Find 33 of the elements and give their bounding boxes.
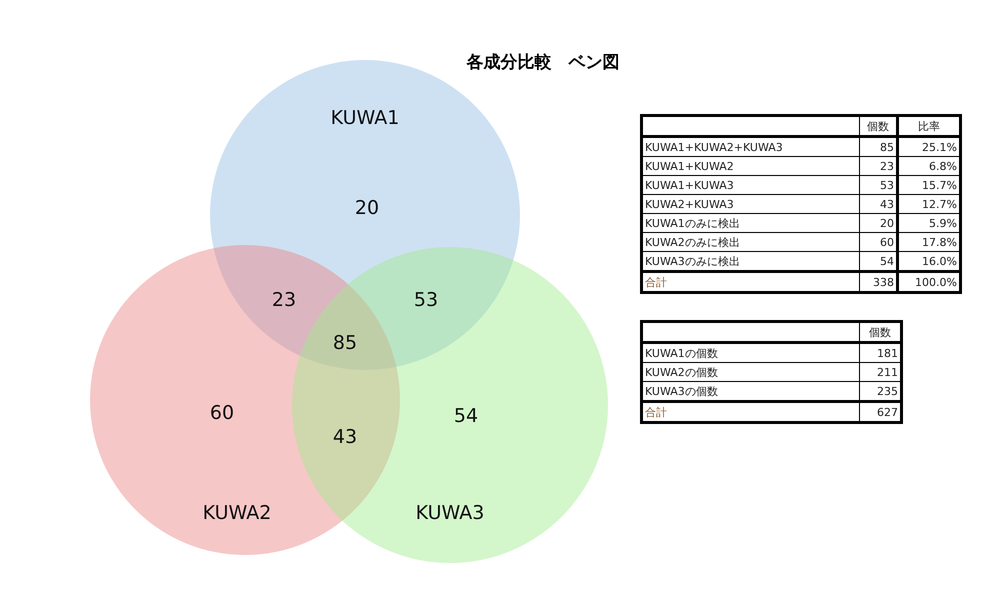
region-count: 53 bbox=[414, 289, 438, 311]
set-name: KUWA3 bbox=[416, 502, 484, 524]
row-label: KUWA2のみに検出 bbox=[642, 232, 860, 252]
region-count: 54 bbox=[454, 405, 478, 427]
row-label: KUWA2の個数 bbox=[642, 362, 860, 382]
column-header: 個数 bbox=[860, 322, 902, 342]
set-name: KUWA1 bbox=[330, 107, 400, 129]
value: 181 bbox=[860, 342, 902, 362]
region-count: 43 bbox=[332, 426, 358, 448]
column-header: 個数 bbox=[860, 116, 898, 136]
region-count: 20 bbox=[354, 197, 380, 219]
row-label: 合計 bbox=[642, 402, 860, 422]
value: 211 bbox=[860, 362, 902, 382]
value: 53 bbox=[860, 176, 898, 194]
row-label: KUWA1の個数 bbox=[642, 342, 860, 362]
row-label: KUWA1+KUWA2 bbox=[642, 156, 860, 176]
row-label: 合計 bbox=[642, 272, 860, 292]
value: 20 bbox=[860, 214, 898, 232]
value: 85 bbox=[860, 136, 898, 156]
value: 627 bbox=[860, 402, 902, 422]
value: 43 bbox=[860, 194, 898, 214]
row-label: KUWA1+KUWA2+KUWA3 bbox=[642, 136, 860, 156]
region-count: 85 bbox=[332, 332, 358, 354]
title: 各成分比較 ベン図 bbox=[466, 52, 620, 74]
row-label: KUWA2+KUWA3 bbox=[642, 194, 860, 214]
value: 23 bbox=[860, 156, 898, 176]
value: 60 bbox=[860, 232, 898, 252]
set-name: KUWA2 bbox=[202, 502, 272, 524]
row-label: KUWA1のみに検出 bbox=[642, 214, 860, 232]
region-count: 60 bbox=[210, 402, 234, 424]
value: 338 bbox=[860, 272, 898, 292]
row-label: KUWA1+KUWA3 bbox=[642, 176, 860, 194]
region-count: 23 bbox=[272, 289, 296, 311]
